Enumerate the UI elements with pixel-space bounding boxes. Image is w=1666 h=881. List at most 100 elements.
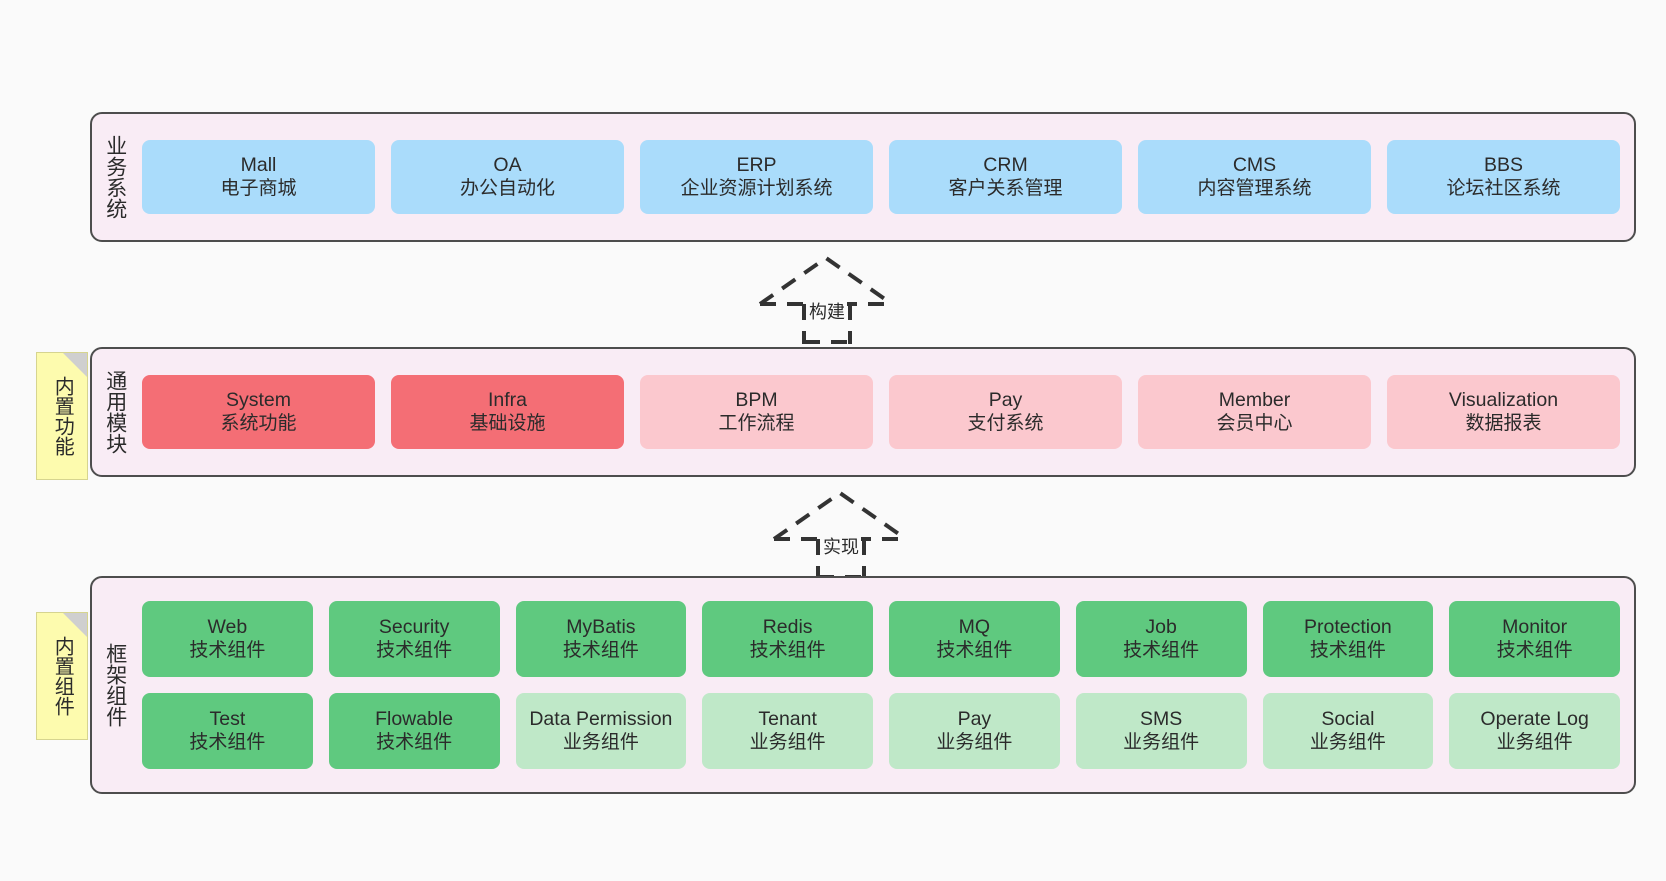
connector-build: 构建 xyxy=(758,252,908,344)
node-title: BPM xyxy=(735,388,778,411)
node-web[interactable]: Web 技术组件 xyxy=(142,601,313,677)
node-social[interactable]: Social 业务组件 xyxy=(1262,693,1434,769)
node-title: Social xyxy=(1321,707,1375,730)
node-subtitle: 论坛社区系统 xyxy=(1446,178,1561,200)
node-sms[interactable]: SMS 业务组件 xyxy=(1075,693,1247,769)
node-erp[interactable]: ERP 企业资源计划系统 xyxy=(640,140,873,214)
node-title: Flowable xyxy=(375,707,454,730)
node-title: Redis xyxy=(762,615,813,638)
node-title: OA xyxy=(493,153,522,176)
node-subtitle: 办公自动化 xyxy=(459,178,555,200)
node-title: SMS xyxy=(1139,707,1183,730)
layer-framework-components: 框架组件 Web 技术组件 Security 技术组件 MyBatis 技术组件… xyxy=(90,576,1636,794)
node-title: Infra xyxy=(487,388,528,411)
node-mall[interactable]: Mall 电子商城 xyxy=(142,140,375,214)
node-subtitle: 技术组件 xyxy=(1123,640,1200,662)
node-row: System 系统功能 Infra 基础设施 BPM 工作流程 Pay 支付系统… xyxy=(142,375,1620,449)
node-subtitle: 技术组件 xyxy=(189,640,266,662)
node-data-permission[interactable]: Data Permission 业务组件 xyxy=(515,693,687,769)
node-security[interactable]: Security 技术组件 xyxy=(328,601,500,677)
node-title: Web xyxy=(207,615,248,638)
layer-caption-common-modules: 通用模块 xyxy=(103,370,127,454)
node-title: Pay xyxy=(988,388,1023,411)
node-pay[interactable]: Pay 支付系统 xyxy=(889,375,1122,449)
node-system[interactable]: System 系统功能 xyxy=(142,375,375,449)
node-oa[interactable]: OA 办公自动化 xyxy=(391,140,624,214)
layer-body-common-modules: System 系统功能 Infra 基础设施 BPM 工作流程 Pay 支付系统… xyxy=(138,349,1634,475)
node-title: Mall xyxy=(240,153,277,176)
node-subtitle: 技术组件 xyxy=(562,640,639,662)
node-mybatis[interactable]: MyBatis 技术组件 xyxy=(515,601,687,677)
node-subtitle: 业务组件 xyxy=(1123,732,1200,754)
node-subtitle: 技术组件 xyxy=(749,640,826,662)
node-subtitle: 支付系统 xyxy=(967,413,1044,435)
node-title: Operate Log xyxy=(1480,707,1589,730)
node-title: Member xyxy=(1218,388,1291,411)
node-subtitle: 技术组件 xyxy=(1496,640,1573,662)
node-infra[interactable]: Infra 基础设施 xyxy=(391,375,624,449)
node-row: Test 技术组件 Flowable 技术组件 Data Permission … xyxy=(142,693,1620,769)
node-title: System xyxy=(225,388,291,411)
layer-caption-business-systems: 业务系统 xyxy=(103,135,127,219)
node-bpm[interactable]: BPM 工作流程 xyxy=(640,375,873,449)
node-mq[interactable]: MQ 技术组件 xyxy=(889,601,1060,677)
node-subtitle: 基础设施 xyxy=(469,413,546,435)
layer-common-modules: 通用模块 System 系统功能 Infra 基础设施 BPM 工作流程 Pay… xyxy=(90,347,1636,477)
node-crm[interactable]: CRM 客户关系管理 xyxy=(889,140,1122,214)
node-title: BBS xyxy=(1483,153,1524,176)
node-flowable[interactable]: Flowable 技术组件 xyxy=(328,693,500,769)
node-subtitle: 技术组件 xyxy=(376,640,453,662)
node-visualization[interactable]: Visualization 数据报表 xyxy=(1387,375,1620,449)
node-subtitle: 业务组件 xyxy=(1309,732,1386,754)
node-row: Web 技术组件 Security 技术组件 MyBatis 技术组件 Redi… xyxy=(142,601,1620,677)
note-fold-corner-icon xyxy=(63,613,87,637)
node-subtitle: 系统功能 xyxy=(220,413,297,435)
node-redis[interactable]: Redis 技术组件 xyxy=(702,601,873,677)
node-operate-log[interactable]: Operate Log 业务组件 xyxy=(1449,693,1620,769)
node-cms[interactable]: CMS 内容管理系统 xyxy=(1138,140,1371,214)
node-subtitle: 技术组件 xyxy=(1309,640,1386,662)
layer-body-framework-components: Web 技术组件 Security 技术组件 MyBatis 技术组件 Redi… xyxy=(138,578,1634,792)
node-pay-business[interactable]: Pay 业务组件 xyxy=(889,693,1060,769)
node-title: CMS xyxy=(1232,153,1277,176)
note-label: 内置组件 xyxy=(51,636,74,716)
layer-caption-framework-components: 框架组件 xyxy=(103,643,127,727)
connector-shaft xyxy=(802,304,852,344)
node-test[interactable]: Test 技术组件 xyxy=(142,693,313,769)
node-job[interactable]: Job 技术组件 xyxy=(1075,601,1247,677)
node-tenant[interactable]: Tenant 业务组件 xyxy=(702,693,873,769)
note-label: 内置功能 xyxy=(51,376,74,456)
node-subtitle: 业务组件 xyxy=(749,732,826,754)
connector-implement: 实现 xyxy=(772,487,922,579)
layer-business-systems: 业务系统 Mall 电子商城 OA 办公自动化 ERP 企业资源计划系统 CRM… xyxy=(90,112,1636,242)
node-row: Mall 电子商城 OA 办公自动化 ERP 企业资源计划系统 CRM 客户关系… xyxy=(142,140,1620,214)
node-title: MyBatis xyxy=(566,615,636,638)
node-subtitle: 技术组件 xyxy=(376,732,453,754)
node-title: Tenant xyxy=(758,707,817,730)
node-subtitle: 企业资源计划系统 xyxy=(680,178,833,200)
node-subtitle: 会员中心 xyxy=(1216,413,1293,435)
node-subtitle: 技术组件 xyxy=(936,640,1013,662)
node-subtitle: 内容管理系统 xyxy=(1197,178,1312,200)
node-title: Visualization xyxy=(1448,388,1559,411)
node-subtitle: 客户关系管理 xyxy=(948,178,1063,200)
node-monitor[interactable]: Monitor 技术组件 xyxy=(1449,601,1620,677)
node-title: Protection xyxy=(1303,615,1392,638)
node-protection[interactable]: Protection 技术组件 xyxy=(1262,601,1434,677)
note-built-in-components: 内置组件 xyxy=(36,612,88,740)
node-title: ERP xyxy=(736,153,777,176)
node-title: Test xyxy=(209,707,246,730)
node-title: Pay xyxy=(957,707,992,730)
node-subtitle: 业务组件 xyxy=(562,732,639,754)
node-bbs[interactable]: BBS 论坛社区系统 xyxy=(1387,140,1620,214)
node-title: Data Permission xyxy=(529,707,673,730)
node-subtitle: 工作流程 xyxy=(718,413,795,435)
node-subtitle: 数据报表 xyxy=(1465,413,1542,435)
node-member[interactable]: Member 会员中心 xyxy=(1138,375,1371,449)
note-fold-corner-icon xyxy=(63,353,87,377)
note-built-in-features: 内置功能 xyxy=(36,352,88,480)
node-subtitle: 业务组件 xyxy=(936,732,1013,754)
node-subtitle: 业务组件 xyxy=(1496,732,1573,754)
node-title: MQ xyxy=(958,615,991,638)
